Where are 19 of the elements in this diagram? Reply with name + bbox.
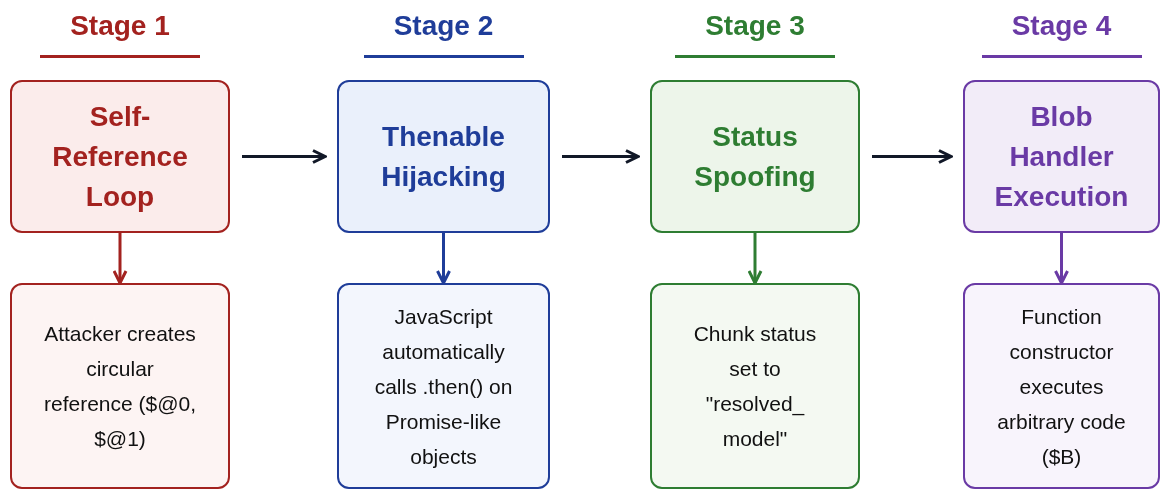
arrow (436, 233, 451, 285)
description-box: Chunk status set to "resolved_ model" (650, 283, 860, 489)
stage-heading: Stage 2 (392, 10, 495, 42)
arrow (747, 233, 763, 285)
stage-title-box: Blob Handler Execution (963, 80, 1160, 233)
description-box: JavaScript automatically calls .then() on Promise-like objects (337, 283, 550, 489)
arrow (112, 233, 128, 285)
stage-heading: Stage 1 (69, 10, 171, 42)
arrow (872, 149, 953, 164)
stage-heading: Stage 4 (1010, 10, 1113, 42)
arrow (1054, 233, 1069, 285)
arrow (242, 149, 327, 164)
description-box: Attacker creates circular reference ($@0, $@1) (10, 283, 230, 489)
stage-title-box: Status Spoofing (650, 80, 860, 233)
stage-heading: Stage 3 (704, 10, 806, 42)
stage-title-box: Thenable Hijacking (337, 80, 550, 233)
stage-title-box: Self- Reference Loop (10, 80, 230, 233)
description-box: Function constructor executes arbitrary code ($B) (963, 283, 1160, 489)
arrow (562, 149, 640, 164)
